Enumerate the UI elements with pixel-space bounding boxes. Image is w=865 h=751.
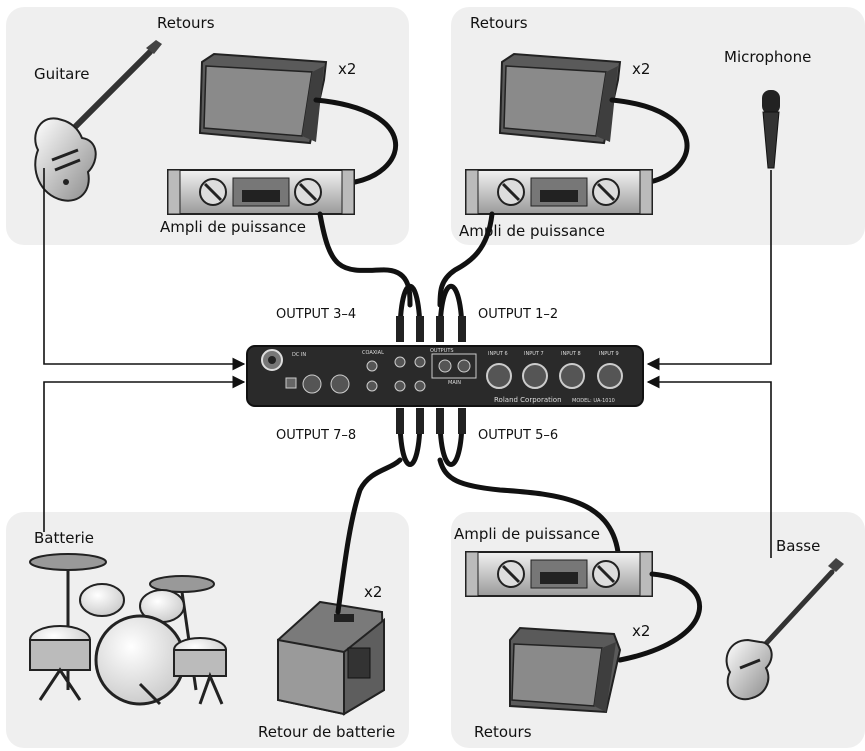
amp-cable-top-right (437, 211, 495, 308)
input-9-label: INPUT 9 (599, 351, 619, 357)
output-7-8-label: OUTPUT 7–8 (276, 428, 356, 443)
stage-monitor-icon-top-right (498, 52, 622, 145)
stage-monitor-icon-bottom-right (509, 626, 622, 714)
zone-top-right-title: Retours (470, 14, 528, 32)
output-3-4-label: OUTPUT 3–4 (276, 307, 356, 322)
jack-cables-bottom (396, 408, 466, 467)
microphone-signal-arrow (646, 170, 772, 371)
output-1-2-label: OUTPUT 1–2 (478, 307, 558, 322)
power-amp-icon-top-right (465, 169, 653, 215)
outputs-label: OUTPUTS (430, 348, 454, 354)
monitor-cable-top-left (313, 97, 399, 185)
guitar-label: Guitare (34, 65, 89, 83)
drum-signal-arrow (43, 375, 246, 532)
bass-signal-arrow (646, 375, 772, 558)
zone-bottom-left-title: Batterie (34, 529, 94, 547)
model-label: MODEL: UA-1010 (572, 398, 615, 404)
bass-label: Basse (776, 537, 820, 555)
output-5-6-label: OUTPUT 5–6 (478, 428, 558, 443)
input-6-label: INPUT 6 (488, 351, 508, 357)
zone-bottom-right-title: Retours (474, 723, 532, 741)
amp-cable-bottom-right (437, 457, 621, 555)
input-8-label: INPUT 8 (561, 351, 581, 357)
guitar-signal-arrow (43, 168, 246, 371)
monitor-qty-top-right: x2 (632, 60, 650, 78)
power-amp-label-bottom-right: Ampli de puissance (454, 525, 600, 543)
drum-monitor-icon (277, 600, 386, 716)
bass-guitar-icon (725, 558, 844, 701)
microphone-label: Microphone (724, 48, 811, 66)
power-amp-label-top-left: Ampli de puissance (160, 218, 306, 236)
monitor-qty-top-left: x2 (338, 60, 356, 78)
power-amp-icon-bottom-right (465, 551, 653, 597)
monitor-qty-bottom-right: x2 (632, 622, 650, 640)
monitor-cable-bottom-right (617, 571, 703, 663)
power-amp-icon-top-left (167, 169, 355, 215)
microphone-icon (762, 90, 780, 169)
drum-kit-icon (29, 553, 227, 706)
audio-interface-rear-panel: DC IN COAXIAL OUTPUTS MAIN INPUT 6 INPUT… (246, 345, 644, 407)
drum-monitor-cable (335, 457, 403, 615)
stage-monitor-icon-top-left (198, 52, 328, 145)
input-7-label: INPUT 7 (524, 351, 544, 357)
brand-label: Roland Corporation (494, 396, 562, 404)
electric-guitar-icon (34, 40, 162, 202)
jack-cables-top (396, 284, 466, 342)
drum-monitor-label: Retour de batterie (258, 723, 395, 741)
drum-monitor-qty: x2 (364, 583, 382, 601)
dc-in-label: DC IN (292, 352, 306, 358)
zone-top-left-title: Retours (157, 14, 215, 32)
coaxial-label: COAXIAL (362, 350, 384, 356)
monitor-cable-top-right (609, 97, 690, 185)
power-amp-label-top-right: Ampli de puissance (459, 222, 605, 240)
main-label: MAIN (448, 380, 461, 386)
